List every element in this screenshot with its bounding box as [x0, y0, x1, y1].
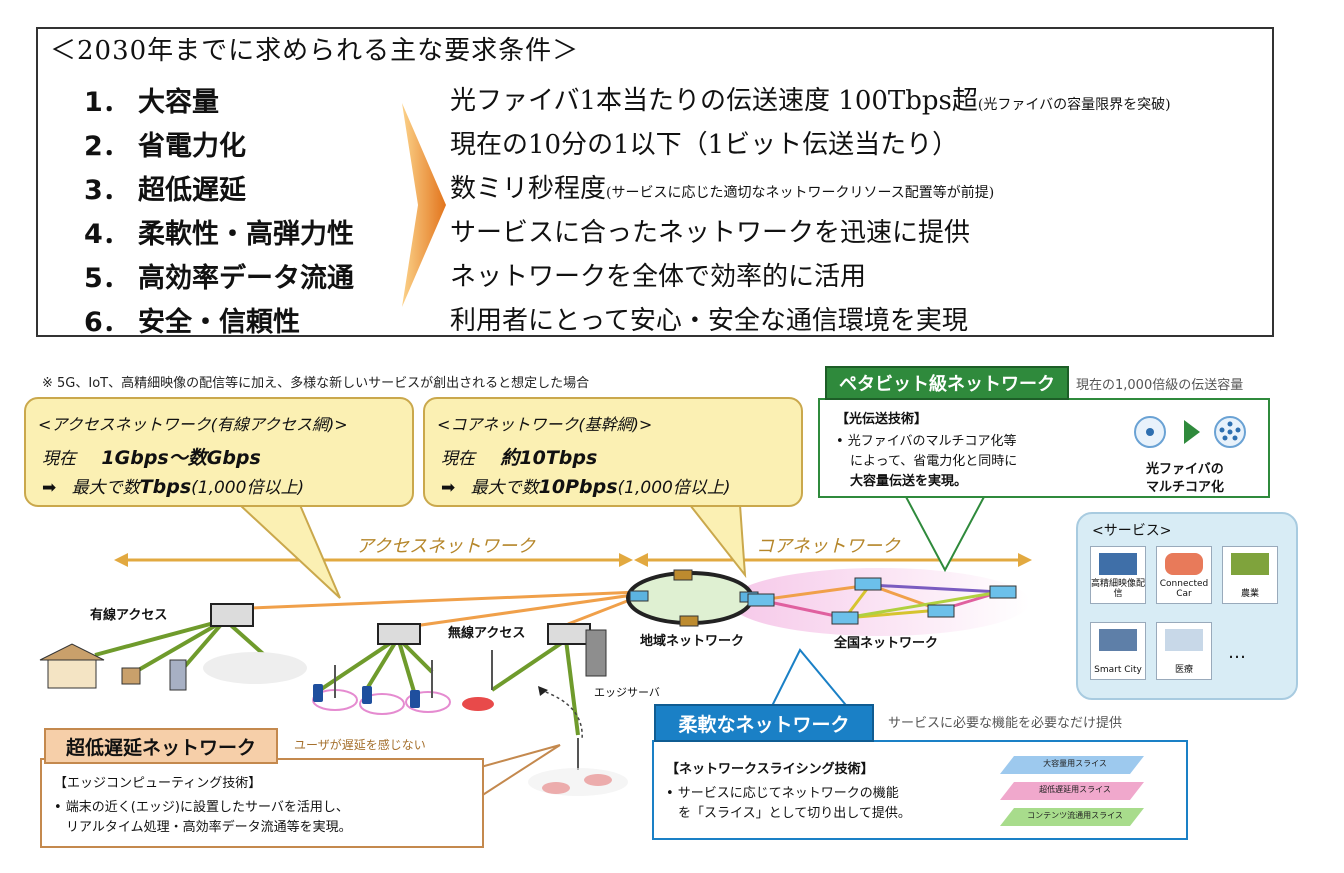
access-current-value: 1Gbps～数Gbps	[101, 447, 260, 469]
multicore-fiber-icon	[1130, 414, 1260, 454]
medical-icon	[1165, 629, 1203, 651]
user-latency-note: ユーザが遅延を感じない	[294, 736, 426, 753]
access-target-line: ➡ 最大で数Tbps(1,000倍以上)	[42, 473, 304, 498]
screen-icon	[1099, 553, 1137, 575]
core-target-suffix: (1,000倍以上)	[618, 478, 731, 498]
core-range-label: コアネットワーク	[752, 532, 904, 558]
national-network-label: 全国ネットワーク	[834, 632, 938, 651]
right-arrow-icon: ➡	[441, 478, 455, 498]
edge-server-label: エッジサーバ	[594, 684, 660, 700]
petabit-header: ペタビット級ネットワーク	[825, 366, 1069, 400]
flexible-side-note: サービスに必要な機能を必要なだけ提供	[888, 712, 1122, 731]
petabit-heading: 【光伝送技術】	[836, 408, 927, 427]
access-range-label: アクセスネットワーク	[352, 532, 539, 558]
access-callout-title: <アクセスネットワーク(有線アクセス網)>	[38, 411, 348, 435]
multicore-label-2: マルチコア化	[1146, 476, 1224, 495]
slice-label-latency: 超低遅延用スライス	[1000, 782, 1150, 798]
multicore-label-1: 光ファイバの	[1146, 458, 1224, 477]
service-label: 農業	[1223, 589, 1277, 599]
flexible-info-box: 【ネットワークスライシング技術】 • サービスに応じてネットワークの機能 を「ス…	[652, 740, 1188, 840]
access-current-line: 現在 1Gbps～数Gbps	[42, 443, 261, 470]
flexible-heading: 【ネットワークスライシング技術】	[666, 758, 874, 777]
service-tile-car: Connected Car	[1156, 546, 1212, 604]
city-icon	[1099, 629, 1137, 651]
core-current-line: 現在 約10Tbps	[441, 443, 597, 470]
flexible-line-1: • サービスに応じてネットワークの機能	[666, 782, 899, 801]
core-callout: <コアネットワーク(基幹網)> 現在 約10Tbps ➡ 最大で数10Pbps(…	[423, 397, 803, 507]
core-target-value: 10Pbps	[539, 476, 618, 498]
service-more: …	[1228, 642, 1246, 663]
core-target-prefix: 最大で数	[471, 478, 539, 498]
regional-network-label: 地域ネットワーク	[640, 630, 744, 649]
petabit-line-2: によって、省電力化と同時に	[850, 450, 1017, 469]
wireless-access-label: 無線アクセス	[448, 622, 525, 641]
farm-icon	[1231, 553, 1269, 575]
petabit-info-box: 【光伝送技術】 • 光ファイバのマルチコア化等 によって、省電力化と同時に 大容…	[818, 398, 1270, 498]
access-current-prefix: 現在	[42, 449, 76, 469]
access-target-suffix: (1,000倍以上)	[191, 478, 304, 498]
petabit-callout-tail	[905, 495, 985, 570]
flexible-callout-tail	[770, 650, 850, 710]
core-current-value: 約10Tbps	[500, 447, 597, 469]
wired-access-label: 有線アクセス	[90, 604, 167, 623]
service-label: 高精細映像配信	[1091, 579, 1145, 599]
right-arrow-icon: ➡	[42, 478, 56, 498]
service-tile-medical: 医療	[1156, 622, 1212, 680]
slice-label-capacity: 大容量用スライス	[1000, 756, 1150, 772]
slice-label-content: コンテンツ流通用スライス	[1000, 808, 1150, 824]
flexible-header: 柔軟なネットワーク	[654, 704, 874, 742]
service-tile-video: 高精細映像配信	[1090, 546, 1146, 604]
service-tile-smart-city: Smart City	[1090, 622, 1146, 680]
car-icon	[1165, 553, 1203, 575]
access-target-value: Tbps	[140, 476, 191, 498]
access-target-prefix: 最大で数	[72, 478, 140, 498]
core-current-prefix: 現在	[441, 449, 475, 469]
core-callout-tail	[690, 505, 745, 575]
flexible-line-2: を「スライス」として切り出して提供。	[678, 802, 911, 821]
services-title: <サービス>	[1092, 520, 1171, 540]
low-latency-line-1: • 端末の近く(エッジ)に設置したサーバを活用し、	[54, 796, 349, 815]
service-tile-agriculture: 農業	[1222, 546, 1278, 604]
service-label: Connected Car	[1157, 579, 1211, 599]
access-callout: <アクセスネットワーク(有線アクセス網)> 現在 1Gbps～数Gbps ➡ 最…	[24, 397, 414, 507]
core-callout-title: <コアネットワーク(基幹網)>	[437, 411, 652, 435]
petabit-side-note: 現在の1,000倍級の伝送容量	[1076, 374, 1243, 393]
services-panel: <サービス> 高精細映像配信 Connected Car 農業 Smart Ci…	[1076, 512, 1298, 700]
low-latency-header: 超低遅延ネットワーク	[44, 728, 278, 764]
petabit-line-1: • 光ファイバのマルチコア化等	[836, 430, 1017, 449]
core-target-line: ➡ 最大で数10Pbps(1,000倍以上)	[441, 473, 730, 498]
low-latency-info-box: 【エッジコンピューティング技術】 • 端末の近く(エッジ)に設置したサーバを活用…	[40, 758, 484, 848]
service-label: Smart City	[1091, 665, 1145, 675]
service-label: 医療	[1157, 665, 1211, 675]
petabit-line-3: 大容量伝送を実現。	[850, 470, 967, 489]
low-latency-heading: 【エッジコンピューティング技術】	[54, 772, 261, 791]
access-callout-tail	[240, 505, 340, 598]
low-latency-line-2: リアルタイム処理・高効率データ流通等を実現。	[66, 816, 352, 835]
